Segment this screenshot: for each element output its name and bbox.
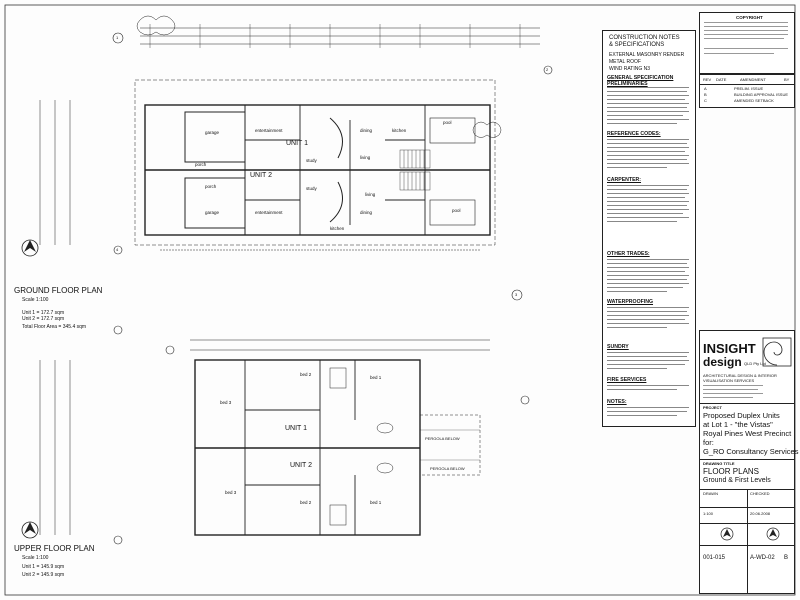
room-label: bed 1 bbox=[370, 500, 382, 505]
rev-cell: A bbox=[704, 86, 707, 91]
construction-notes-panel: CONSTRUCTION NOTES & SPECIFICATIONS EXTE… bbox=[602, 30, 696, 427]
drawn-label: DRAWN bbox=[703, 491, 718, 496]
pergola-label: PERGOLA BELOW bbox=[430, 466, 465, 471]
room-label: study bbox=[306, 158, 317, 163]
title-block: INSIGHT design QLD Pty Ltd ARCHITECTURAL… bbox=[699, 330, 799, 594]
room-label: pool bbox=[452, 208, 461, 213]
project-line: at Lot 1 - "the Vistas" bbox=[703, 420, 773, 429]
notes-section-heading: GENERAL SPECIFICATION PRELIMINARIES bbox=[607, 75, 674, 87]
upper-unit2-area: Unit 2 = 145.9 sqm bbox=[22, 572, 65, 578]
room-label: kitchen bbox=[330, 226, 345, 231]
room-label: dining bbox=[360, 210, 373, 215]
pergola-label: PERGOLA BELOW bbox=[425, 436, 460, 441]
rev-cell: PRELIM. ISSUE bbox=[734, 86, 764, 91]
notes-section-heading: REFERENCE CODES: bbox=[607, 131, 661, 137]
room-label: bed 3 bbox=[220, 400, 232, 405]
spec-line: EXTERNAL MASONRY RENDER bbox=[609, 52, 685, 58]
notes-section-heading: WATERPROOFING bbox=[607, 299, 654, 305]
date-value: 20.06.2008 bbox=[750, 511, 771, 516]
job-number: 001-015 bbox=[703, 555, 726, 561]
company-logo-icon bbox=[762, 337, 792, 367]
ground-floor-plan bbox=[39, 15, 553, 301]
notes-section-heading: NOTES: bbox=[607, 399, 627, 405]
rev-cell: BUILDING APPROVAL ISSUE bbox=[734, 92, 789, 97]
north-arrow-icon bbox=[766, 527, 780, 541]
issue-letter: B bbox=[784, 555, 789, 561]
room-label: bed 2 bbox=[300, 372, 312, 377]
notes-section-heading: FIRE SERVICES bbox=[607, 377, 647, 383]
copyright-box: COPYRIGHT bbox=[699, 12, 795, 74]
room-label: bed 3 bbox=[225, 490, 237, 495]
company-name-2: design bbox=[703, 355, 742, 369]
grid-marker: 4 bbox=[116, 247, 119, 252]
rev-cell: AMENDED SETBACK bbox=[734, 98, 774, 103]
room-label: garage bbox=[205, 210, 220, 215]
room-label: kitchen bbox=[392, 128, 407, 133]
upper-unit1-area: Unit 1 = 145.9 sqm bbox=[22, 564, 65, 570]
rev-header: DATE bbox=[716, 77, 727, 82]
spec-line: METAL ROOF bbox=[609, 59, 641, 65]
client-name: G_RO Consultancy Services bbox=[703, 447, 799, 456]
project-label: PROJECT bbox=[703, 405, 722, 410]
copyright-heading: COPYRIGHT bbox=[736, 15, 763, 20]
room-label: living bbox=[365, 192, 376, 197]
rev-header: REV bbox=[703, 77, 712, 82]
unit-label: UNIT 2 bbox=[250, 172, 273, 179]
drawing-title: FLOOR PLANS bbox=[703, 467, 760, 476]
grid-marker: 2 bbox=[546, 67, 549, 72]
notes-section-heading: OTHER TRADES: bbox=[607, 251, 650, 257]
room-label: garage bbox=[205, 130, 220, 135]
notes-section-heading: CARPENTER: bbox=[607, 177, 642, 183]
unit-label: UNIT 2 bbox=[290, 462, 313, 469]
spec-line: WIND RATING N3 bbox=[609, 66, 651, 72]
room-label: study bbox=[306, 186, 317, 191]
company-suffix: QLD Pty Ltd bbox=[744, 361, 766, 366]
notes-section-heading: SUNDRY bbox=[607, 344, 629, 350]
scale-value: 1:100 bbox=[703, 511, 714, 516]
ground-plan-title: GROUND FLOOR PLAN bbox=[14, 286, 103, 295]
drawing-subtitle: Ground & First Levels bbox=[703, 477, 771, 484]
drawing-number: A-WD-02 bbox=[750, 555, 775, 561]
room-label: living bbox=[360, 155, 371, 160]
notes-heading-2: & SPECIFICATIONS bbox=[609, 42, 665, 48]
room-label: porch bbox=[195, 162, 207, 167]
room-label: bed 2 bbox=[300, 500, 312, 505]
services-line: VISUALISATION SERVICES bbox=[703, 378, 755, 383]
room-label: entertainment bbox=[255, 128, 283, 133]
services-line: ARCHITECTURAL DESIGN & INTERIOR bbox=[703, 373, 777, 378]
rev-header: AMENDMENT bbox=[740, 77, 766, 82]
revision-table: REV DATE AMENDMENT BY A PRELIM. ISSUE B … bbox=[699, 74, 795, 108]
company-name: INSIGHT bbox=[703, 341, 756, 356]
north-arrow-icon bbox=[720, 527, 734, 541]
ground-plan-scale: Scale 1:100 bbox=[22, 297, 49, 303]
rev-header: BY bbox=[784, 77, 790, 82]
upper-floor-plan bbox=[39, 325, 530, 545]
upper-plan-title: UPPER FLOOR PLAN bbox=[14, 544, 95, 553]
room-label: porch bbox=[205, 184, 217, 189]
room-label: pool bbox=[443, 120, 452, 125]
notes-heading: CONSTRUCTION NOTES bbox=[609, 35, 680, 41]
rev-cell: C bbox=[704, 98, 707, 103]
ground-unit2-area: Unit 2 = 172.7 sqm bbox=[22, 316, 65, 322]
unit-label: UNIT 1 bbox=[285, 425, 308, 432]
grid-marker: 1 bbox=[116, 35, 119, 40]
ground-unit1-area: Unit 1 = 172.7 sqm bbox=[22, 310, 65, 316]
grid-marker: 3 bbox=[515, 292, 518, 297]
ground-total-area: Total Floor Area = 345.4 sqm bbox=[22, 324, 87, 330]
room-label: dining bbox=[360, 128, 373, 133]
drawing-title-label: DRAWING TITLE bbox=[703, 461, 735, 466]
project-line: Proposed Duplex Units bbox=[703, 411, 780, 420]
for-label: for: bbox=[703, 438, 714, 447]
checked-label: CHECKED bbox=[750, 491, 770, 496]
upper-plan-scale: Scale 1:100 bbox=[22, 555, 49, 561]
room-label: bed 1 bbox=[370, 375, 382, 380]
unit-label: UNIT 1 bbox=[286, 140, 309, 147]
room-label: entertainment bbox=[255, 210, 283, 215]
project-line: Royal Pines West Precinct bbox=[703, 429, 792, 438]
rev-cell: B bbox=[704, 92, 707, 97]
